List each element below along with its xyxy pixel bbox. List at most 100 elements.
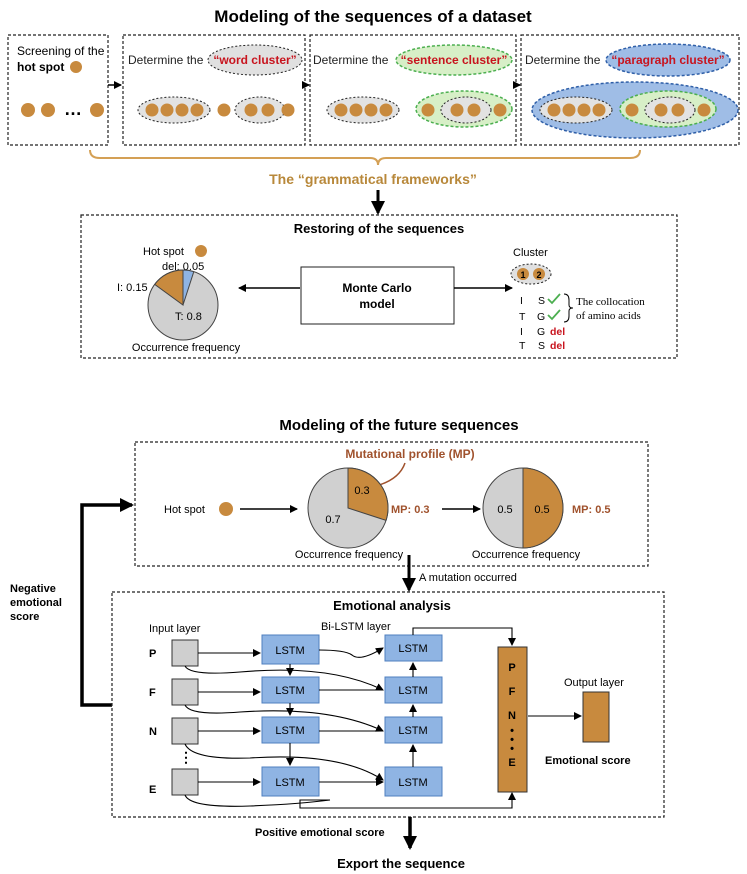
sentence-cluster-label: “sentence cluster” [401,53,508,67]
lstm-forward-3 [261,716,320,744]
pfn-dot: • [510,734,514,746]
dot [175,103,189,117]
monte-carlo-line2: model [359,297,394,311]
lstm-label: LSTM [398,725,427,737]
dot [349,103,363,117]
dot [41,103,55,117]
lstm-backward-1 [384,634,443,662]
i-label: I: 0.15 [117,282,148,294]
dot [577,103,591,117]
step1-box [7,34,109,146]
step3-prefix: Determine the [313,53,389,67]
dot [493,103,507,117]
emotional-score-label: Emotional score [545,755,631,767]
step1-text-2: hot spot [17,60,64,74]
pair-1-a: I [520,295,523,307]
input-ellipsis: ⋮ [179,749,193,765]
pie2-orange-label: 0.5 [534,504,549,516]
lstm-label: LSTM [398,685,427,697]
input-square-n [171,717,199,745]
pair-3-b: G [537,326,545,338]
restore-freq-label: Occurrence frequency [132,342,241,354]
dot [217,103,231,117]
lstm-label: LSTM [275,685,304,697]
check-icon [547,293,561,305]
positive-score-label: Positive emotional score [255,827,385,839]
hotspot-dot [70,61,82,73]
cluster-ellipse [644,96,696,124]
cluster-ellipse [440,96,492,124]
dot [281,103,295,117]
pie1-orange-slice [347,467,389,521]
future-title: Modeling of the future sequences [279,417,518,434]
dot [697,103,711,117]
input-layer-label: Input layer [149,623,201,635]
check-icon [547,309,561,321]
hotspot-dot [195,245,207,257]
cluster-ellipse [326,96,400,124]
monte-carlo-box [300,266,455,325]
dot [190,103,204,117]
lstm-backward-3 [384,716,443,744]
step1-text-1: Screening of the [17,44,105,58]
negative-line1: Negative [10,583,56,595]
dot [21,103,35,117]
pfn-letter: F [509,686,516,698]
dot [654,103,668,117]
pair-2-b: G [537,311,545,323]
pie1-freq-label: Occurrence frequency [295,549,404,561]
word-cluster-label: “word cluster” [213,53,296,67]
cluster-label: Cluster [513,247,548,259]
pair-4-a: T [519,340,526,352]
ellipsis: … [64,99,82,119]
pie2-gray-label: 0.5 [497,504,512,516]
input-square-e [171,768,199,796]
future-pie-1 [307,467,389,549]
row-label-e: E [149,784,156,796]
row-label-f: F [149,687,156,699]
grammar-bracket [89,149,641,166]
hotspot-dot [219,502,233,516]
cluster-dot-1-label: 1 [520,270,525,280]
network-connections [184,627,582,809]
del-mark: del [550,340,565,352]
cluster-ellipse [539,96,613,124]
dot [334,103,348,117]
restore-hotspot-label: Hot spot [143,246,184,258]
pie1-mp-label: MP: 0.3 [391,504,430,516]
future-hotspot-label: Hot spot [164,504,205,516]
restore-pie [147,269,219,341]
dot [421,103,435,117]
dot [160,103,174,117]
dot [562,103,576,117]
del-label: del: 0.05 [162,261,204,273]
cluster-dot-2 [533,268,545,280]
dot [364,103,378,117]
row-label-p: P [149,648,156,660]
row-label-n: N [149,726,157,738]
step4-prefix: Determine the [525,53,601,67]
dot [244,103,258,117]
pie2-freq-label: Occurrence frequency [472,549,581,561]
feedback-arrow [80,498,134,707]
dot [467,103,481,117]
lstm-label: LSTM [398,777,427,789]
step4-box [520,34,740,146]
emotion-title: Emotional analysis [333,598,451,613]
cluster-dot-1 [517,268,529,280]
step2-box [122,34,306,146]
restore-title: Restoring of the sequences [294,221,464,236]
step3-box [309,34,517,146]
top-title: Modeling of the sequences of a dataset [214,7,532,26]
sentence-cluster-ellipse [395,44,513,76]
lstm-label: LSTM [275,645,304,657]
dot [379,103,393,117]
pfn-letter: N [508,710,516,722]
future-box [134,441,649,567]
emotion-box [111,591,665,818]
step2-prefix: Determine the [128,53,204,67]
pair-1-b: S [538,295,545,307]
output-layer-label: Output layer [564,677,624,689]
input-square-p [171,639,199,667]
future-pie-2 [482,467,564,549]
